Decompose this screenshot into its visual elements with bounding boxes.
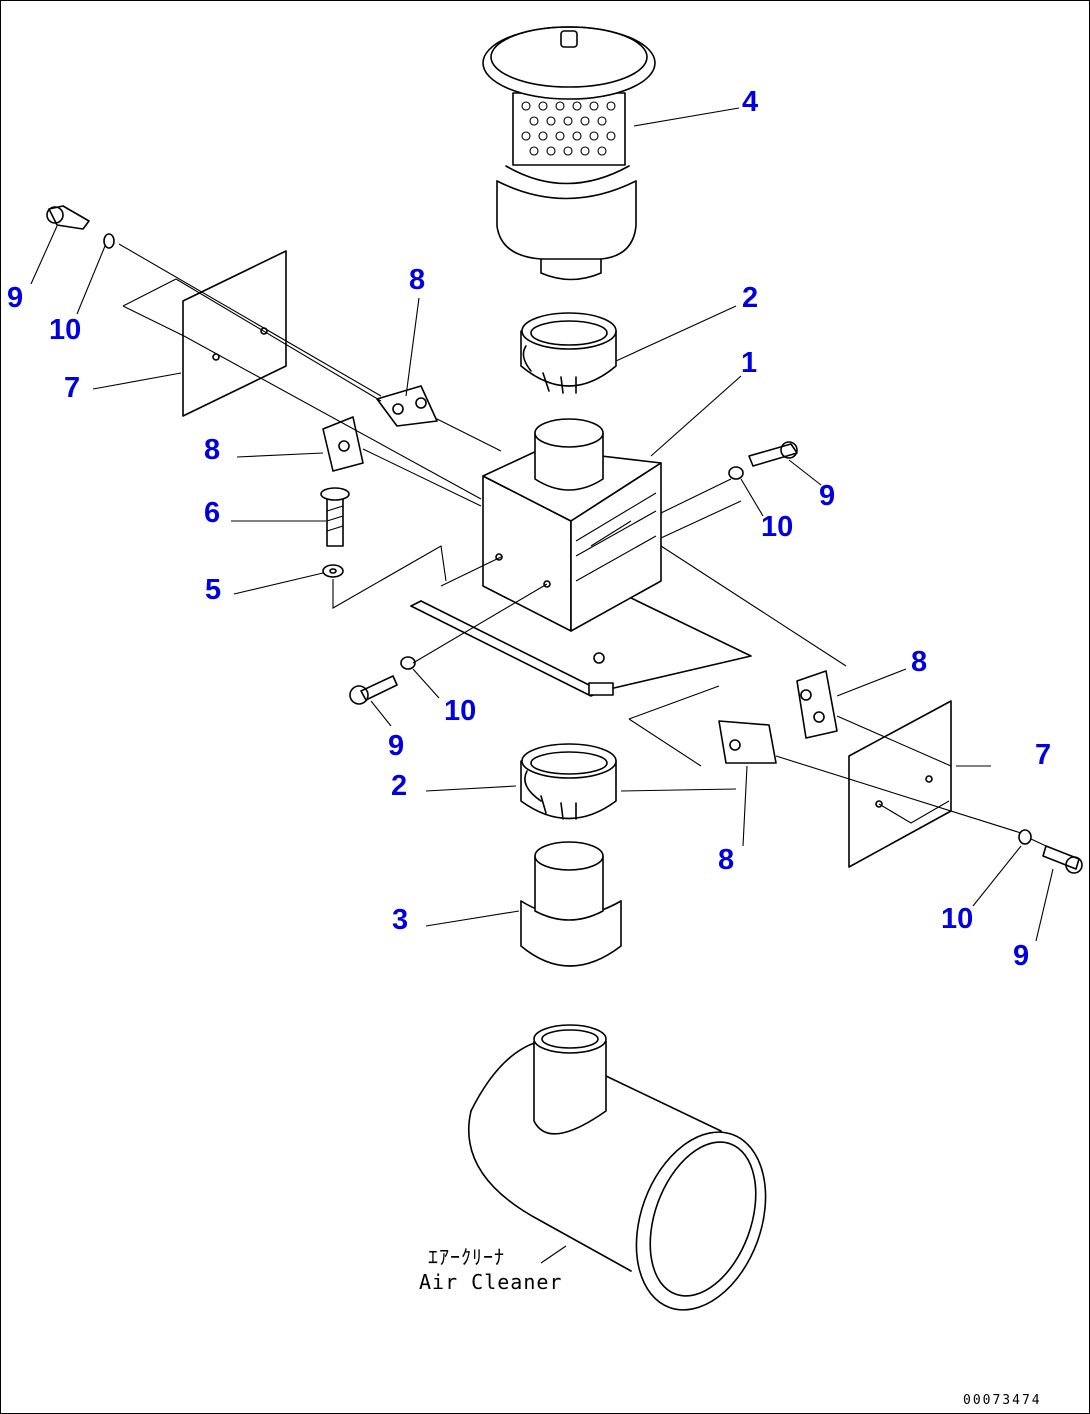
washer-part-10-upper-left: [103, 233, 115, 249]
bolt-part-9-lower-right: [1042, 845, 1083, 874]
bolt-part-9-upper-left: [46, 205, 90, 230]
plate-part-7-left: [122, 250, 287, 417]
assembly-lines: [118, 243, 1047, 847]
leader-lines: [30, 107, 1054, 1264]
hose-clamp-part-2-lower: [520, 743, 617, 820]
callout-2-lower: 2: [391, 770, 408, 802]
clip-part-8-upper-right: [796, 670, 838, 739]
callout-6: 6: [204, 497, 221, 529]
washer-part-10-right: [728, 466, 744, 480]
callout-8-top: 8: [409, 264, 426, 296]
callout-10-lower-right: 10: [941, 903, 974, 935]
callout-7-left: 7: [64, 372, 81, 404]
bolt-part-9-lower-left: [349, 675, 398, 705]
clip-part-8-lower-left: [322, 416, 364, 472]
air-cleaner-label-en: Air Cleaner: [419, 1270, 563, 1294]
washer-part-5: [322, 564, 344, 578]
callout-9-lower-left: 9: [388, 730, 405, 762]
callout-8-bottom: 8: [718, 844, 735, 876]
callout-9-upper-left: 9: [7, 282, 24, 314]
callout-8-right: 8: [911, 646, 928, 678]
callout-5: 5: [205, 574, 222, 606]
washer-part-10-lower-left: [400, 656, 416, 670]
bracket-part-1: [410, 418, 752, 697]
callout-8-left: 8: [204, 434, 221, 466]
callout-4: 4: [742, 86, 759, 118]
clip-part-8-lower-right: [718, 720, 777, 764]
callout-1: 1: [741, 347, 758, 379]
drawing-number: 00073474: [963, 1393, 1042, 1408]
callout-10-upper-left: 10: [49, 314, 82, 346]
bolt-part-6: [320, 487, 350, 547]
callout-10-lower-left: 10: [444, 695, 477, 727]
callout-9-lower-right: 9: [1013, 940, 1030, 972]
callout-2-upper: 2: [742, 282, 759, 314]
precleaner-part-4: [482, 26, 656, 281]
hose-clamp-part-2-upper: [520, 312, 617, 394]
callout-3: 3: [392, 904, 409, 936]
callout-10-right: 10: [761, 511, 794, 543]
washer-part-10-lower-right: [1018, 829, 1032, 845]
bolt-part-9-right: [748, 441, 798, 467]
adapter-part-3: [520, 841, 622, 967]
air-cleaner-label-jp: ｴｱｰｸﾘｰﾅ: [428, 1245, 505, 1269]
air-cleaner-body: [467, 1024, 767, 1311]
callout-7-right: 7: [1035, 739, 1052, 771]
callout-9-right: 9: [819, 480, 836, 512]
